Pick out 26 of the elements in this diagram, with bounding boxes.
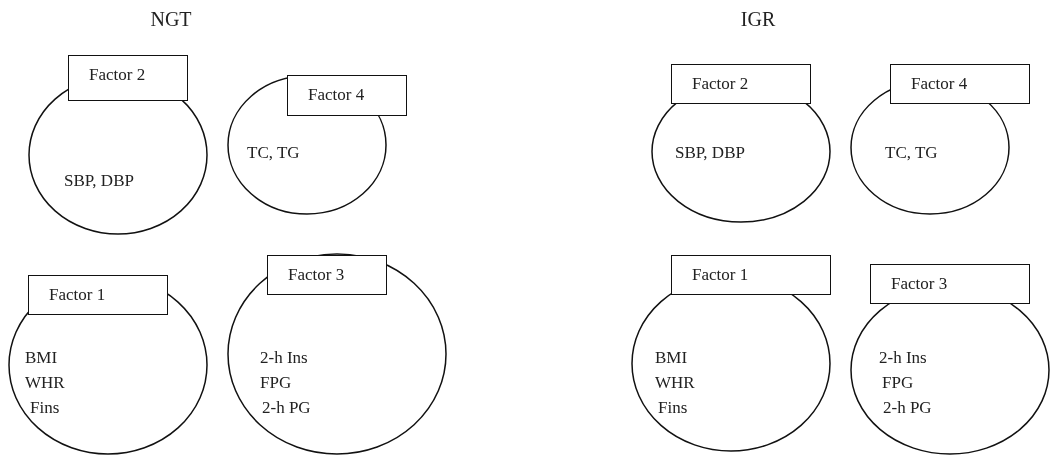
factor-label-box: Factor 3: [267, 255, 387, 295]
variable-text: WHR: [25, 373, 65, 393]
variable-text: 2-h Ins: [260, 348, 308, 368]
factor-label-box: Factor 1: [28, 275, 168, 315]
factor-label-box: Factor 2: [671, 64, 811, 104]
variable-text: FPG: [882, 373, 914, 393]
variable-text: 2-h Ins: [879, 348, 927, 368]
group-title: NGT: [150, 8, 192, 31]
variable-text: SBP, DBP: [675, 143, 745, 163]
factor-label-box: Factor 4: [890, 64, 1030, 104]
variable-text: Fins: [30, 398, 60, 418]
variable-text: WHR: [655, 373, 695, 393]
group-title: IGR: [740, 8, 776, 31]
variable-text: BMI: [25, 348, 58, 368]
factor-label-box: Factor 2: [68, 55, 188, 101]
variable-text: 2-h PG: [883, 398, 932, 418]
factor-label-box: Factor 4: [287, 75, 407, 116]
variable-text: TC, TG: [885, 143, 938, 163]
factor-label-box: Factor 3: [870, 264, 1030, 304]
variable-text: SBP, DBP: [64, 171, 134, 191]
variable-text: TC, TG: [247, 143, 300, 163]
variable-text: 2-h PG: [262, 398, 311, 418]
factor-label-box: Factor 1: [671, 255, 831, 295]
variable-text: Fins: [658, 398, 688, 418]
variable-text: BMI: [655, 348, 688, 368]
variable-text: FPG: [260, 373, 292, 393]
